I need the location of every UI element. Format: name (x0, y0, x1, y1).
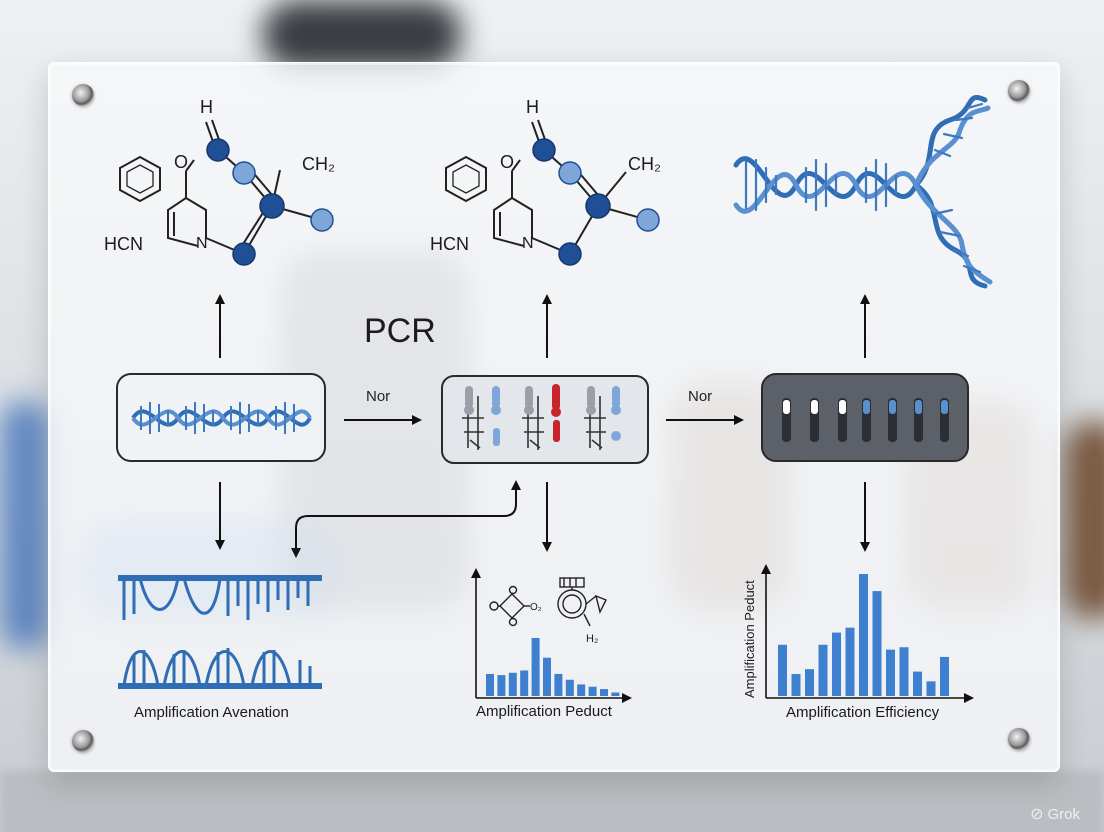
atom-node (533, 139, 555, 161)
dna-helix-branching (736, 97, 990, 286)
chart-bar (520, 670, 528, 696)
chart-bar (886, 650, 895, 696)
chart-bar (577, 684, 585, 696)
chart-bar (509, 673, 517, 696)
atom-label-n: N (522, 235, 534, 252)
middle-chart-bars (486, 638, 619, 696)
atom-node (586, 194, 610, 218)
atom-node (233, 162, 255, 184)
arrow-label-1: Nor (366, 388, 390, 405)
atom-label-h: H (526, 97, 539, 117)
atom-label-o: O (174, 152, 188, 172)
chart-bar (792, 674, 801, 696)
atom-node (637, 209, 659, 231)
box-gel-electrophoresis (762, 374, 968, 461)
atom-node (559, 243, 581, 265)
atom-label-h: H (200, 97, 213, 117)
benzene-ring-icon (446, 157, 486, 201)
box-primer-annealing (442, 376, 648, 463)
molecule-label-h2: H₂ (586, 633, 598, 645)
chart-bar (554, 674, 562, 696)
chart-bar (566, 680, 574, 696)
caption-middle: Amplification Peduct (476, 703, 612, 720)
molecule-structure-left: H O CH₂ HCN N (104, 97, 335, 265)
right-chart-bars (778, 574, 949, 696)
chart-bar (589, 687, 597, 696)
small-molecule-icon (490, 578, 606, 626)
chart-bar (832, 633, 841, 696)
atom-node (311, 209, 333, 231)
chart-bar (532, 638, 540, 696)
atom-node (260, 194, 284, 218)
box-dna-template (117, 374, 325, 461)
atom-label-n: N (196, 235, 208, 252)
arrow-label-2: Nor (688, 388, 712, 405)
chart-bar (600, 689, 608, 696)
watermark-text: Grok (1047, 806, 1080, 823)
chart-bar (486, 674, 494, 696)
chart-bar (611, 693, 619, 696)
atom-node (233, 243, 255, 265)
atom-node (207, 139, 229, 161)
diagram-title: PCR (364, 312, 436, 351)
chart-bar (873, 591, 882, 696)
caption-right: Amplification Efficiency (786, 704, 939, 721)
chart-bar (927, 681, 936, 696)
arrow-curved-loop (296, 482, 516, 556)
right-chart-y-label: Amplification Peduct (742, 580, 757, 698)
chart-bar (940, 657, 949, 696)
benzene-ring-icon (120, 157, 160, 201)
molecule-label-o2: O₂ (530, 602, 542, 613)
chart-bar (859, 574, 868, 696)
chart-bar (805, 669, 814, 696)
grok-icon: ⊘ (1030, 806, 1043, 823)
atom-label-o: O (500, 152, 514, 172)
caption-left: Amplification Avenation (134, 704, 289, 721)
chart-bar (900, 647, 909, 696)
chart-bar (913, 672, 922, 696)
group-label-ch2: CH₂ (628, 154, 661, 174)
watermark: ⊘Grok (1030, 804, 1080, 824)
chart-bar (543, 658, 551, 696)
chart-bar (778, 645, 787, 696)
molecule-structure-middle: H O CH₂ HCN N (430, 97, 661, 265)
group-label-hcn: HCN (104, 234, 143, 254)
chart-bar (497, 675, 505, 696)
group-label-hcn: HCN (430, 234, 469, 254)
atom-node (559, 162, 581, 184)
chart-bar (819, 645, 828, 696)
group-label-ch2: CH₂ (302, 154, 335, 174)
dna-strand-illustration (118, 578, 322, 686)
chart-bar (846, 628, 855, 696)
